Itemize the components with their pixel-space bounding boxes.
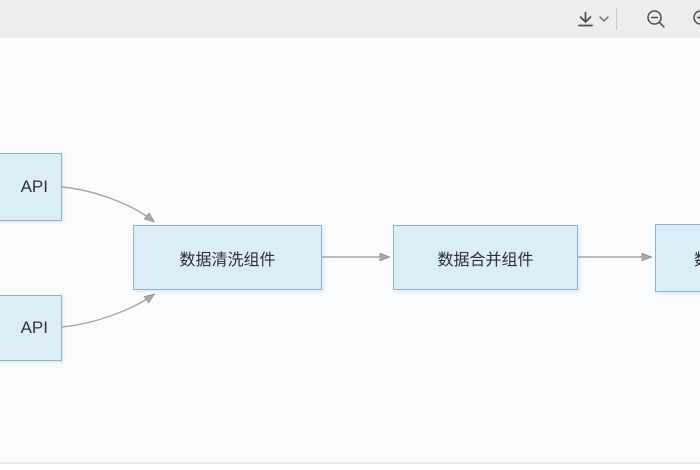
toolbar-divider [616, 8, 617, 30]
diagram-edges [61, 186, 700, 328]
magnifier-minus-icon [645, 8, 668, 31]
edge-api1-to-cleaning [61, 186, 153, 221]
toolbar [0, 0, 700, 38]
export-button[interactable] [572, 4, 612, 34]
chevron-down-icon [599, 15, 609, 23]
node-label: API [20, 318, 48, 337]
node-label: 数据合并组件 [437, 251, 534, 269]
download-icon [575, 9, 596, 30]
zoom-out-button[interactable] [642, 4, 670, 34]
node-data-merging[interactable]: 数据合并组件 [393, 225, 578, 290]
node-output-clipped[interactable]: 数 [655, 224, 700, 292]
diagram-canvas[interactable]: API API 数据清洗组件 数据合并组件 数 [0, 38, 700, 462]
magnifier-icon [691, 8, 700, 31]
node-api-source-bottom[interactable]: API [0, 295, 62, 361]
node-label: API [20, 177, 48, 196]
zoom-in-button[interactable] [688, 4, 700, 34]
node-label: 数据清洗组件 [179, 251, 276, 269]
node-data-cleaning[interactable]: 数据清洗组件 [133, 225, 322, 290]
canvas-bottom-edge [0, 462, 700, 470]
edge-api2-to-cleaning [61, 295, 153, 328]
node-api-source-top[interactable]: API [0, 153, 62, 221]
node-label: 数 [694, 246, 700, 270]
